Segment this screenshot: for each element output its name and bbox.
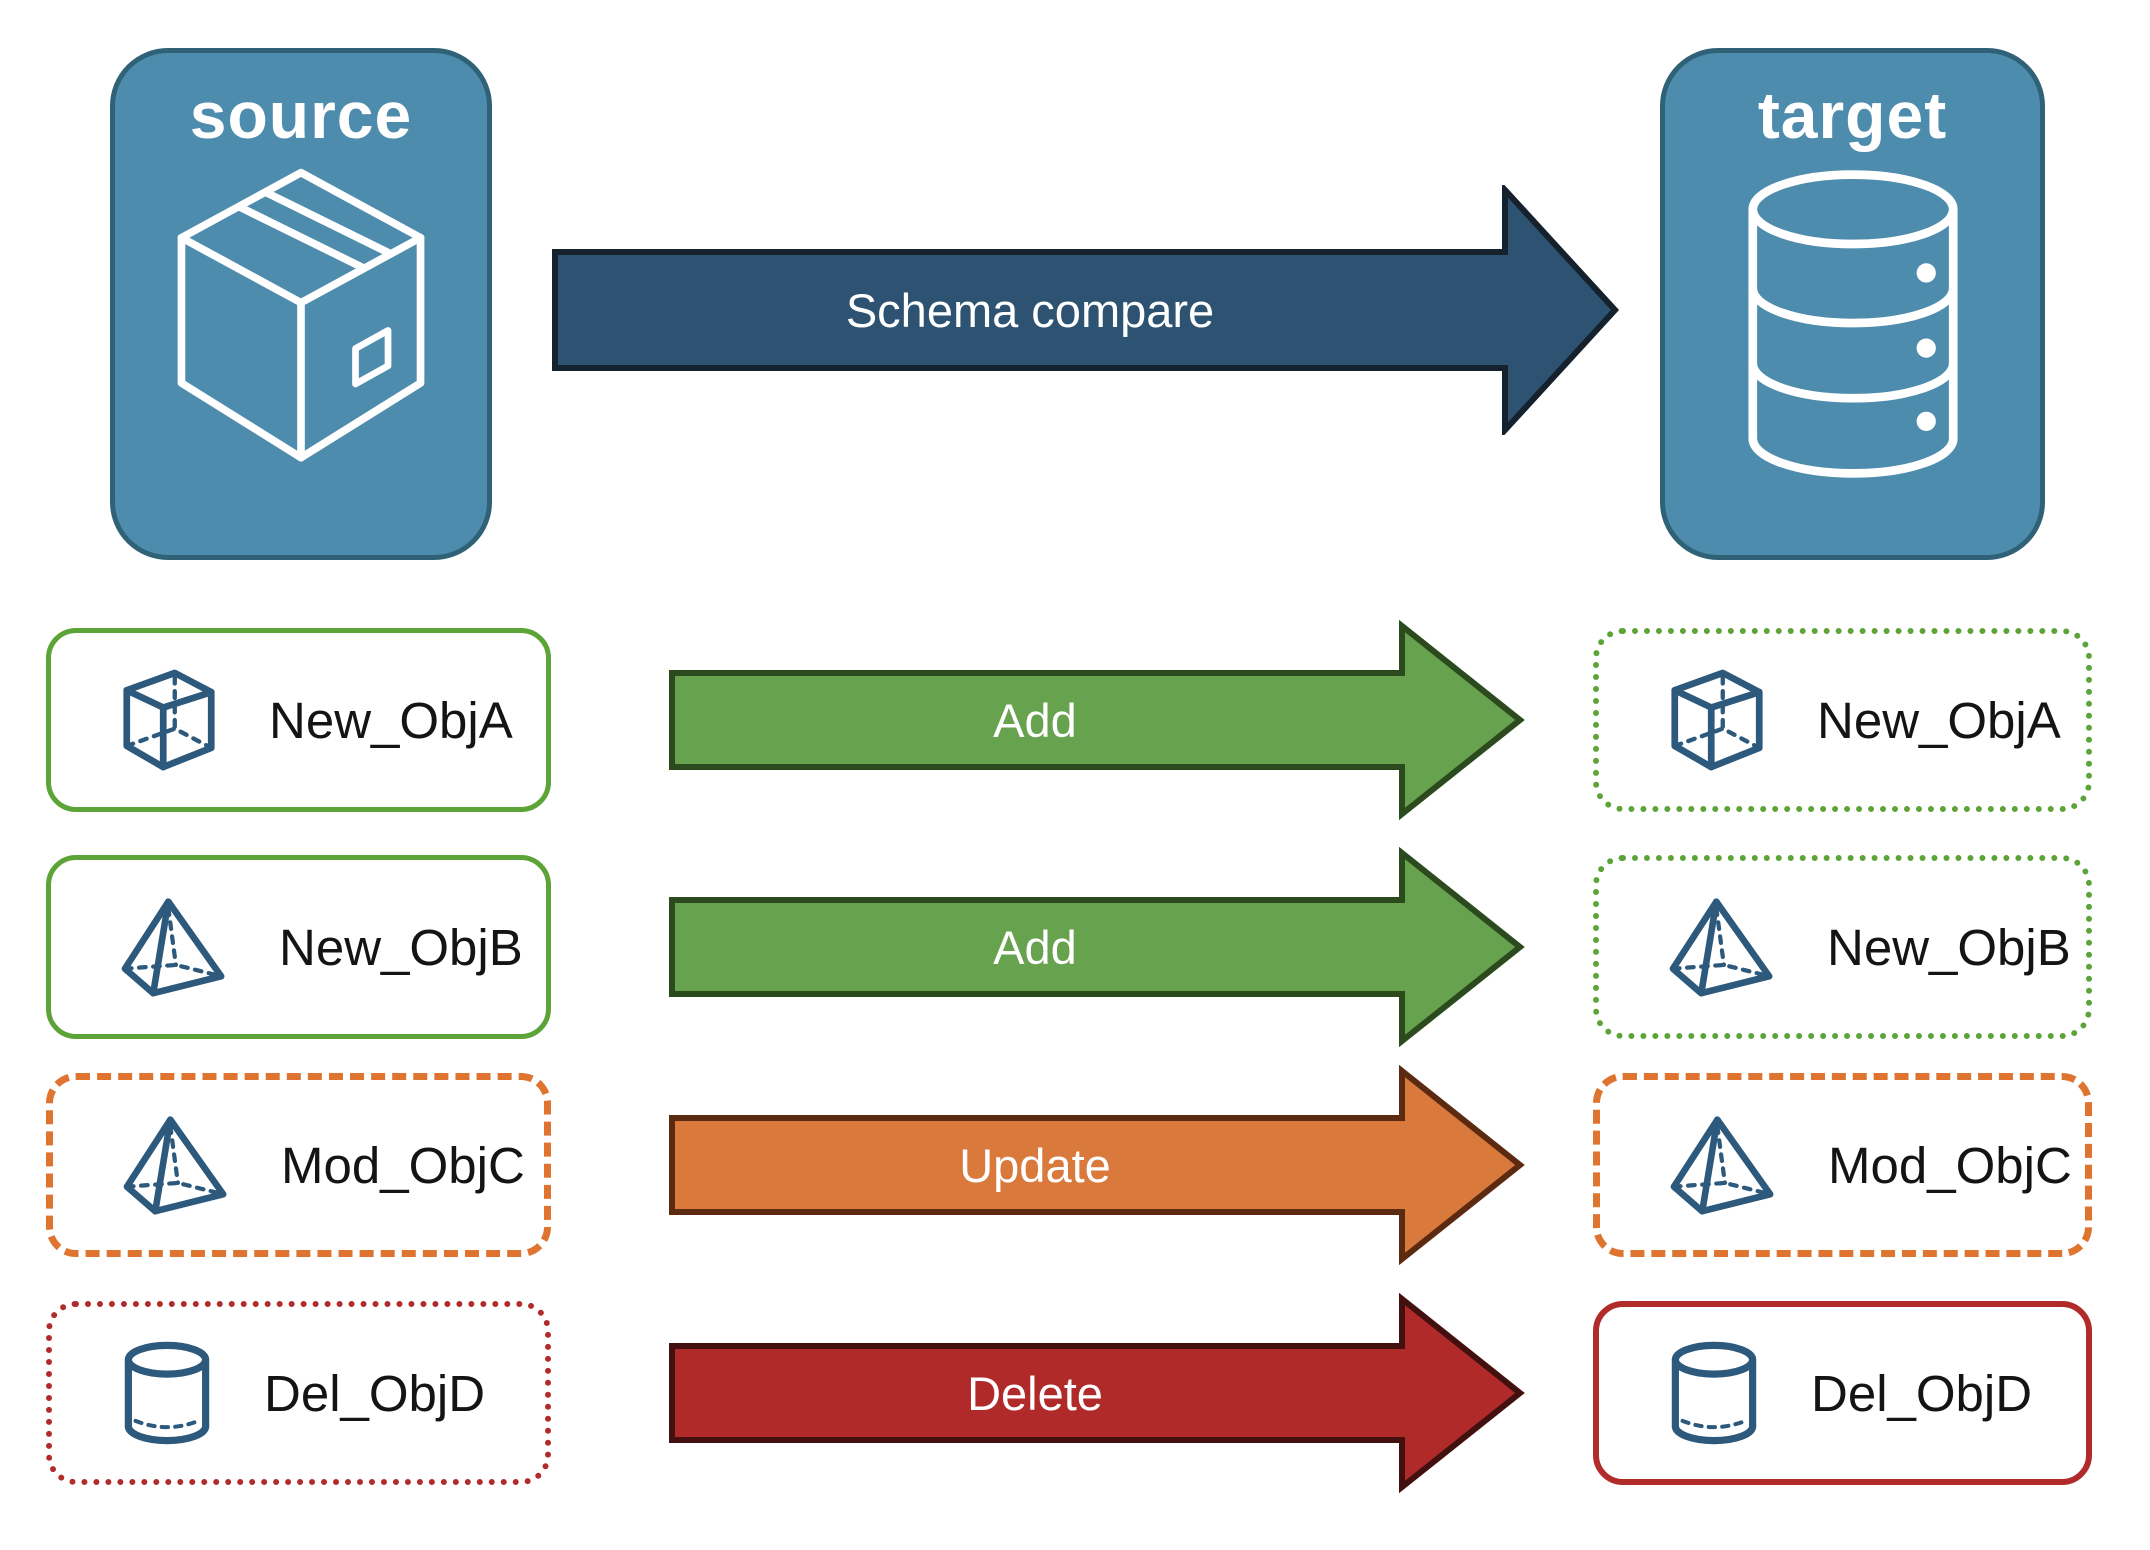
add-arrow-label: Add — [993, 920, 1077, 974]
add-arrow — [669, 847, 1525, 1047]
package-box-icon — [177, 168, 425, 462]
object-name: Mod_ObjC — [1828, 1136, 2072, 1194]
object-name: Del_ObjD — [264, 1364, 486, 1422]
cylinder-icon — [1669, 1340, 1759, 1446]
schema-compare-arrow — [552, 185, 1620, 435]
delete-arrow-label: Delete — [967, 1366, 1103, 1420]
source-object-card-mod-objc: Mod_ObjC — [46, 1073, 551, 1257]
object-name: New_ObjB — [1827, 918, 2071, 976]
update-arrow — [669, 1065, 1525, 1265]
source-node-label: source — [189, 78, 413, 152]
target-object-card-del-objd: Del_ObjD — [1593, 1301, 2092, 1485]
target-node: target — [1660, 48, 2045, 560]
object-name: New_ObjA — [1817, 691, 2061, 749]
target-node-label: target — [1757, 78, 1948, 152]
add-arrow-label: Add — [993, 693, 1077, 747]
object-name: New_ObjB — [279, 918, 523, 976]
schema-compare-arrow-label: Schema compare — [845, 283, 1215, 337]
database-icon — [1747, 170, 1958, 478]
object-name: Mod_ObjC — [281, 1136, 525, 1194]
pyramid-icon — [123, 1115, 229, 1215]
target-object-card-new-objb: New_ObjB — [1593, 855, 2092, 1039]
pyramid-icon — [1669, 897, 1775, 997]
target-object-card-mod-objc: Mod_ObjC — [1593, 1073, 2092, 1257]
cube-icon — [1669, 667, 1765, 773]
cylinder-icon — [122, 1340, 212, 1446]
pyramid-icon — [1670, 1115, 1776, 1215]
delete-arrow — [669, 1293, 1525, 1493]
update-arrow-label: Update — [959, 1138, 1111, 1192]
source-object-card-new-obja: New_ObjA — [46, 628, 551, 812]
source-object-card-del-objd: Del_ObjD — [46, 1301, 551, 1485]
object-name: New_ObjA — [269, 691, 513, 749]
add-arrow — [669, 620, 1525, 820]
object-name: Del_ObjD — [1811, 1364, 2033, 1422]
source-node: source — [110, 48, 492, 560]
cube-icon — [121, 667, 217, 773]
pyramid-icon — [121, 897, 227, 997]
source-object-card-new-objb: New_ObjB — [46, 855, 551, 1039]
target-object-card-new-obja: New_ObjA — [1593, 628, 2092, 812]
